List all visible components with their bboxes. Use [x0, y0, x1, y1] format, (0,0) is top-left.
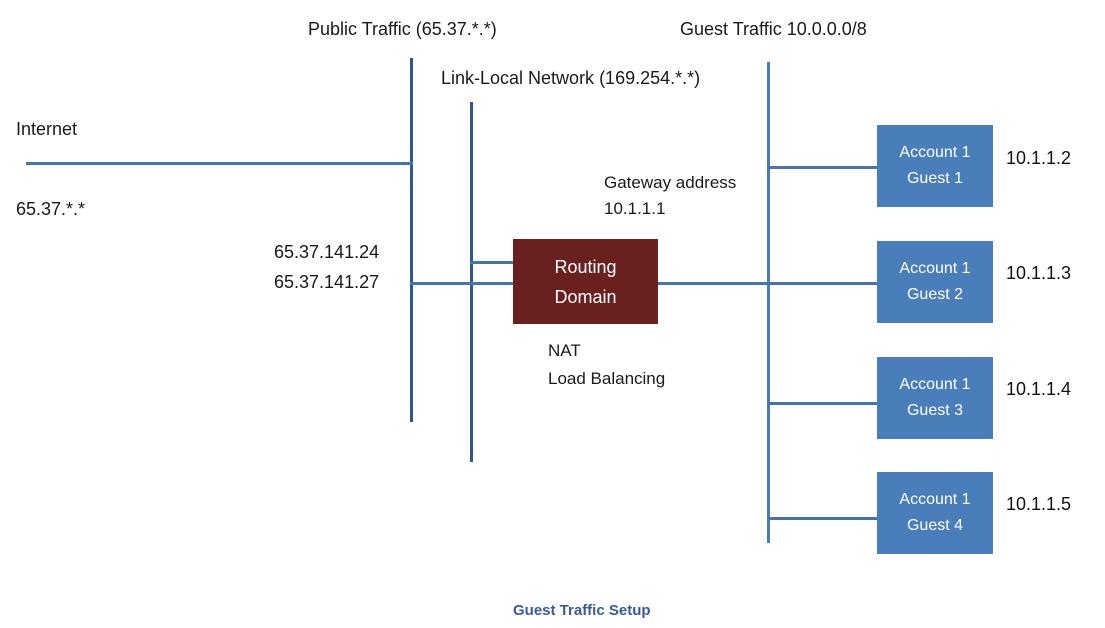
internet-range-label: 65.37.*.* — [16, 199, 86, 219]
routing-domain-line1: Routing — [554, 256, 617, 277]
guest-traffic-backbone-line — [767, 62, 770, 543]
guest-1-account-label: Account 1 — [899, 144, 971, 161]
gateway-address-line1: Gateway address — [604, 173, 737, 192]
diagram-caption: Guest Traffic Setup — [513, 602, 651, 619]
guest-3-name-label: Guest 3 — [906, 402, 964, 419]
guest-1-name-label: Guest 1 — [906, 170, 964, 187]
guest-box-4[interactable]: Account 1 Guest 4 — [877, 472, 993, 554]
guest-box-2[interactable]: Account 1 Guest 2 — [877, 241, 993, 323]
guest-2-name-label: Guest 2 — [906, 286, 964, 303]
public-traffic-label: Public Traffic (65.37.*.*) — [308, 19, 497, 39]
guest-2-account-label: Account 1 — [899, 260, 971, 277]
load-balancing-function-label: Load Balancing — [548, 369, 666, 388]
internet-label: Internet — [16, 119, 78, 139]
guest-4-ip-label: 10.1.1.5 — [1006, 494, 1072, 514]
public-traffic-backbone-line — [410, 58, 413, 422]
routing-domain-line2: Domain — [554, 286, 617, 307]
public-ip-2-label: 65.37.141.27 — [274, 272, 380, 292]
public-ip-1-label: 65.37.141.24 — [274, 242, 380, 262]
gateway-address-line2: 10.1.1.1 — [604, 199, 666, 218]
routing-domain-to-guest-traffic-line — [657, 282, 879, 285]
guest-3-ip-label: 10.1.1.4 — [1006, 379, 1072, 399]
internet-connection-line — [26, 162, 413, 165]
guest-4-branch-line — [767, 517, 879, 520]
link-local-to-routing-domain-line — [470, 261, 513, 264]
public-traffic-to-routing-domain-line — [410, 282, 513, 285]
guest-3-account-label: Account 1 — [899, 376, 971, 393]
guest-box-3[interactable]: Account 1 Guest 3 — [877, 357, 993, 439]
guest-4-account-label: Account 1 — [899, 491, 971, 508]
guest-1-branch-line — [767, 166, 879, 169]
routing-domain-box[interactable]: Routing Domain — [513, 239, 658, 324]
guest-2-ip-label: 10.1.1.3 — [1006, 263, 1072, 283]
guest-1-ip-label: 10.1.1.2 — [1006, 148, 1072, 168]
nat-function-label: NAT — [548, 341, 581, 360]
link-local-network-label: Link-Local Network (169.254.*.*) — [441, 68, 701, 88]
guest-traffic-label: Guest Traffic 10.0.0.0/8 — [680, 19, 867, 39]
guest-box-1[interactable]: Account 1 Guest 1 — [877, 125, 993, 207]
guest-3-branch-line — [767, 402, 879, 405]
guest-4-name-label: Guest 4 — [906, 517, 964, 534]
